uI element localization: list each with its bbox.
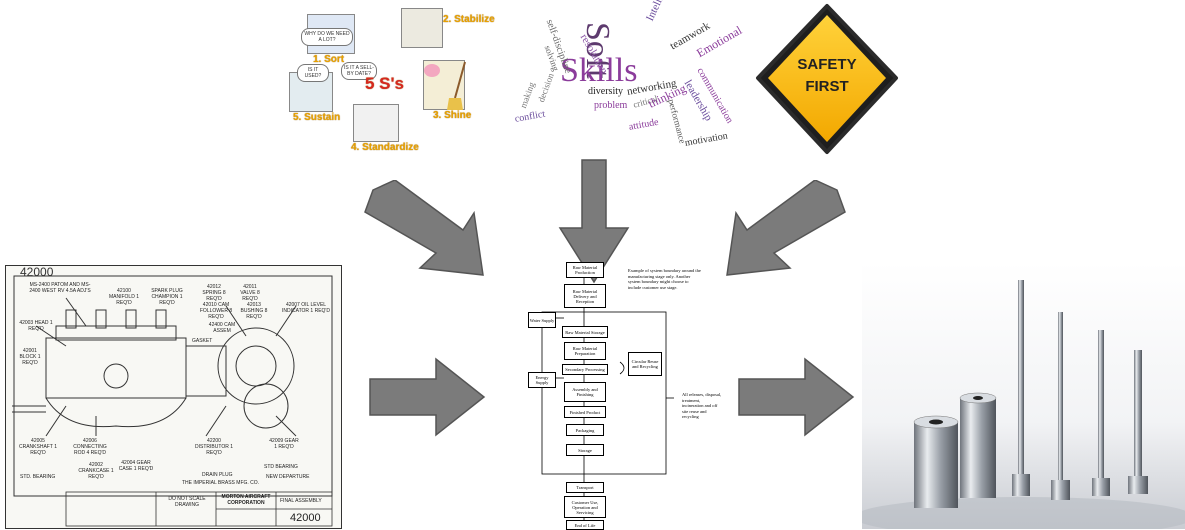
- flow-step-finished-product: Finished Product: [564, 406, 606, 418]
- label-crankshaft: 42005 CRANKSHAFT 1 REQ'D: [19, 438, 57, 456]
- flow-input-water: Water Supply: [528, 312, 556, 328]
- word-skills: Skills: [560, 52, 638, 89]
- arrow-skills-to-process: [558, 159, 630, 284]
- flow-input-energy: Energy Supply: [528, 372, 556, 388]
- arrow-process-to-product: [738, 357, 855, 437]
- metal-punches-image: [862, 280, 1185, 529]
- label-std-bearing-left: STD. BEARING: [20, 474, 56, 480]
- five-s-illustration: WHY DO WE NEED A LOT? IS IT USED? IS IT …: [283, 0, 509, 153]
- flow-step-secondary-processing: Secondary Processing: [562, 364, 608, 375]
- flow-step-raw-material-production: Raw Material Production: [566, 262, 604, 278]
- five-s-title: 5 S's: [365, 74, 405, 93]
- standardize-figure: [353, 104, 399, 142]
- label-head: 42003 HEAD 1 REQ'D: [19, 320, 53, 332]
- broom-icon: [447, 61, 466, 110]
- label-oil-level: 42007 OIL LEVEL INDICATOR 1 REQ'D: [282, 302, 330, 314]
- flow-note-releases: All releases, disposal, treatment, incin…: [682, 392, 722, 419]
- engine-sketch: [12, 275, 333, 527]
- label-block: 42001 BLOCK 1 REQ'D: [19, 348, 41, 366]
- label-gasket: GASKET: [192, 338, 213, 344]
- warning-diamond-icon: [756, 4, 898, 154]
- safety-first-sign: SAFETY FIRST: [752, 0, 902, 158]
- word-making: making: [518, 80, 537, 110]
- speech-bubble-1: WHY DO WE NEED A LOT?: [301, 28, 353, 46]
- word-diversity: diversity: [588, 86, 623, 97]
- arrow-drawing-to-process: [369, 357, 486, 437]
- flow-step-preparation: Raw Material Preparation: [564, 342, 606, 360]
- speech-bubble-3: IS IT A SELL-BY DATE?: [341, 62, 377, 80]
- label-imperial-brass: THE IMPERIAL BRASS MFG. CO.: [182, 480, 260, 486]
- word-motivation: motivation: [684, 130, 729, 149]
- label-connecting-rod: 42006 CONNECTING ROD 4 REQ'D: [73, 438, 107, 456]
- label-cam-assem: 42400 CAM ASSEM: [208, 322, 236, 334]
- label-std-bearing-right: STD BEARING: [264, 464, 298, 470]
- arrow-5s-to-process: [364, 180, 484, 276]
- soft-skills-word-cloud: Soft Skills resolution self-discipline t…: [508, 0, 748, 160]
- flow-step-storage: Raw Material Storage: [562, 326, 608, 338]
- label-patom: MS-2400 PATOM AND MS-2400 WEST RV 4.5A A…: [29, 282, 91, 294]
- safety-line-2: FIRST: [805, 78, 849, 95]
- safety-line-1: SAFETY: [797, 56, 857, 73]
- arrow-safety-to-process: [726, 180, 846, 276]
- label-spring: 42012 SPRING 8 REQ'D: [202, 284, 226, 302]
- label-valve: 42011 VALVE 8 REQ'D: [240, 284, 260, 302]
- flow-note-boundary: Example of system boundary around the ma…: [628, 268, 701, 290]
- punch-tools-photo: [862, 262, 1185, 529]
- flow-side-recycling: Circular Reuse and Recycling: [628, 352, 662, 376]
- step-sort-label: 1. Sort: [313, 54, 345, 65]
- title-block-scale-note: DO NOT SCALE DRAWING: [168, 496, 206, 508]
- word-conflict: conflict: [514, 108, 546, 125]
- step-standardize-label: 4. Standardize: [351, 142, 419, 153]
- flow-step-delivery-reception: Raw Material Delivery and Reception: [564, 284, 606, 308]
- label-distributor: 42200 DISTRIBUTOR 1 REQ'D: [195, 438, 233, 456]
- title-block-final-assembly: FINAL ASSEMBLY: [280, 498, 322, 504]
- word-decision: decision: [536, 71, 556, 104]
- flow-step-packaging: Packaging: [566, 424, 604, 436]
- label-manifold: 42100 MANIFOLD 1 REQ'D: [108, 288, 139, 306]
- label-spark-plug: SPARK PLUG CHAMPION 1 REQ'D: [151, 288, 183, 306]
- flow-step-assembly-finishing: Assembly and Finishing: [564, 382, 606, 402]
- flow-step-customer-use: Customer Use, Operation and Servicing: [564, 496, 606, 518]
- flow-step-transport: Transport: [566, 482, 604, 493]
- word-intelligence: Intelligence: [644, 0, 677, 23]
- step-stabilize-label: 2. Stabilize: [443, 14, 495, 25]
- word-problem: problem: [594, 100, 628, 111]
- flow-step-storage-2: Storage: [566, 444, 604, 456]
- label-gear-case: 42004 GEAR CASE 1 REQ'D: [118, 460, 154, 472]
- process-flowchart: Raw Material Production Raw Material Del…: [524, 240, 724, 530]
- label-cam-follower: 42010 CAM FOLLOWER 8 REQ'D: [199, 302, 233, 320]
- stabilize-shelf-figure: [401, 8, 443, 48]
- engine-assembly-drawing: 42000 MS-2400 PATOM AND MS-2400: [5, 265, 342, 529]
- label-new-departure: NEW DEPARTURE: [266, 474, 310, 480]
- title-block-company: MORTON AIRCRAFT CORPORATION: [221, 494, 271, 506]
- title-block-drawing-number: 42000: [290, 512, 321, 524]
- step-shine-label: 3. Shine: [433, 110, 472, 121]
- label-bushing: 42013 BUSHING 8 REQ'D: [240, 302, 268, 320]
- pig-mascot-icon: [424, 64, 440, 77]
- label-gear: 42009 GEAR 1 REQ'D: [269, 438, 299, 450]
- label-drain-plug: DRAIN PLUG: [202, 472, 233, 478]
- word-attitude: attitude: [628, 116, 660, 133]
- label-crankcase: 42002 CRANKCASE 1 REQ'D: [78, 462, 114, 480]
- speech-bubble-2: IS IT USED?: [297, 64, 329, 82]
- step-sustain-label: 5. Sustain: [293, 112, 341, 123]
